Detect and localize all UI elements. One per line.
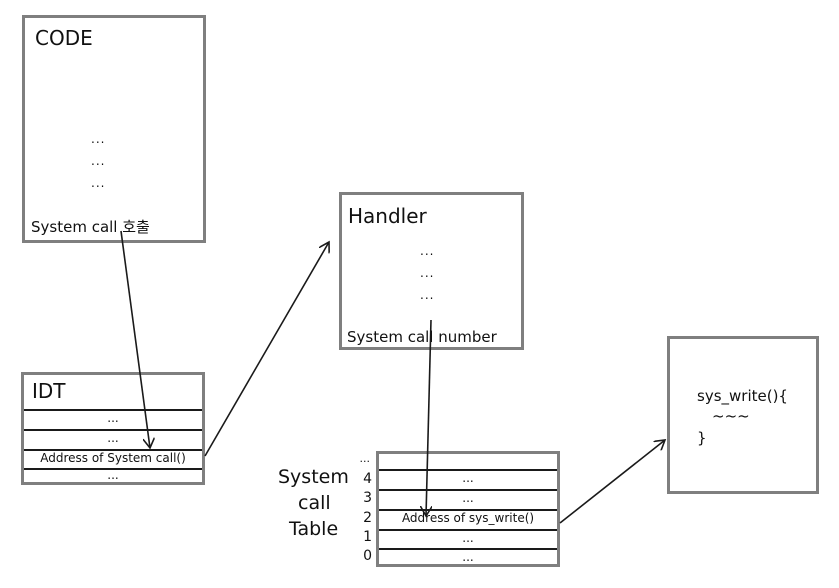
syscall-index-0: 0 — [363, 548, 372, 564]
arrow-idt-to-handler — [204, 242, 329, 457]
handler-title: Handler — [348, 204, 427, 228]
syscall-table-row: ... — [379, 529, 557, 548]
syscall-index-dots: ... — [359, 452, 371, 465]
idt-title: IDT — [32, 379, 66, 403]
sys-write-close-brace: } — [697, 429, 707, 447]
system-call-invoke-label: System call 호출 — [31, 218, 150, 236]
idt-row-2-text: Address of System call() — [40, 451, 186, 465]
idt-row-0-text: ... — [107, 411, 119, 425]
syscall-row-0-text: ... — [462, 471, 474, 485]
code-box: CODE ... ... ... System call 호출 — [22, 15, 206, 243]
handler-dots-1: ... — [420, 244, 435, 258]
syscall-table-label-line-3: Table — [289, 518, 339, 540]
idt-row-system-call-address: Address of System call() — [24, 449, 202, 468]
syscall-table-row-sys-write-address: Address of sys_write() — [379, 509, 557, 529]
syscall-index-2: 2 — [363, 510, 372, 526]
syscall-index-1: 1 — [363, 529, 372, 545]
idt-row-3-text: ... — [107, 468, 119, 482]
syscall-table-row: ... — [379, 489, 557, 509]
arrow-table-to-sys-write — [559, 440, 665, 524]
syscall-row-1-text: ... — [462, 491, 474, 505]
syscall-table-label-line-2: call — [298, 492, 331, 514]
sys-write-signature: sys_write(){ — [697, 387, 788, 405]
code-dots-3: ... — [91, 176, 106, 190]
arrow-handler-to-table — [426, 319, 431, 516]
code-dots-2: ... — [91, 154, 106, 168]
sys-write-box: sys_write(){ ~~~ } — [667, 336, 819, 494]
syscall-index-3: 3 — [363, 490, 372, 506]
syscall-row-3-text: ... — [462, 531, 474, 545]
code-title: CODE — [35, 26, 93, 50]
syscall-row-2-text: Address of sys_write() — [401, 511, 535, 525]
syscall-table-row: ... — [379, 469, 557, 489]
syscall-table-label-line-1: System — [278, 466, 349, 488]
syscall-row-4-text: ... — [462, 550, 474, 564]
handler-box: Handler ... ... ... System call number — [339, 192, 524, 350]
idt-row: ... — [24, 468, 202, 485]
syscall-index-4: 4 — [363, 471, 372, 487]
arrow-code-to-idt — [120, 230, 150, 448]
idt-row: ... — [24, 429, 202, 449]
idt-box: IDT ... ... Address of System call() ... — [21, 372, 205, 485]
syscall-table-box: ... ... Address of sys_write() ... ... — [376, 451, 560, 567]
sys-write-body: ~~~ — [712, 407, 750, 425]
idt-row: ... — [24, 409, 202, 429]
handler-dots-3: ... — [420, 288, 435, 302]
idt-row-1-text: ... — [107, 431, 119, 445]
system-call-number-label: System call number — [347, 328, 497, 346]
handler-dots-2: ... — [420, 266, 435, 280]
syscall-table-row: ... — [379, 548, 557, 567]
code-dots-1: ... — [91, 132, 106, 146]
